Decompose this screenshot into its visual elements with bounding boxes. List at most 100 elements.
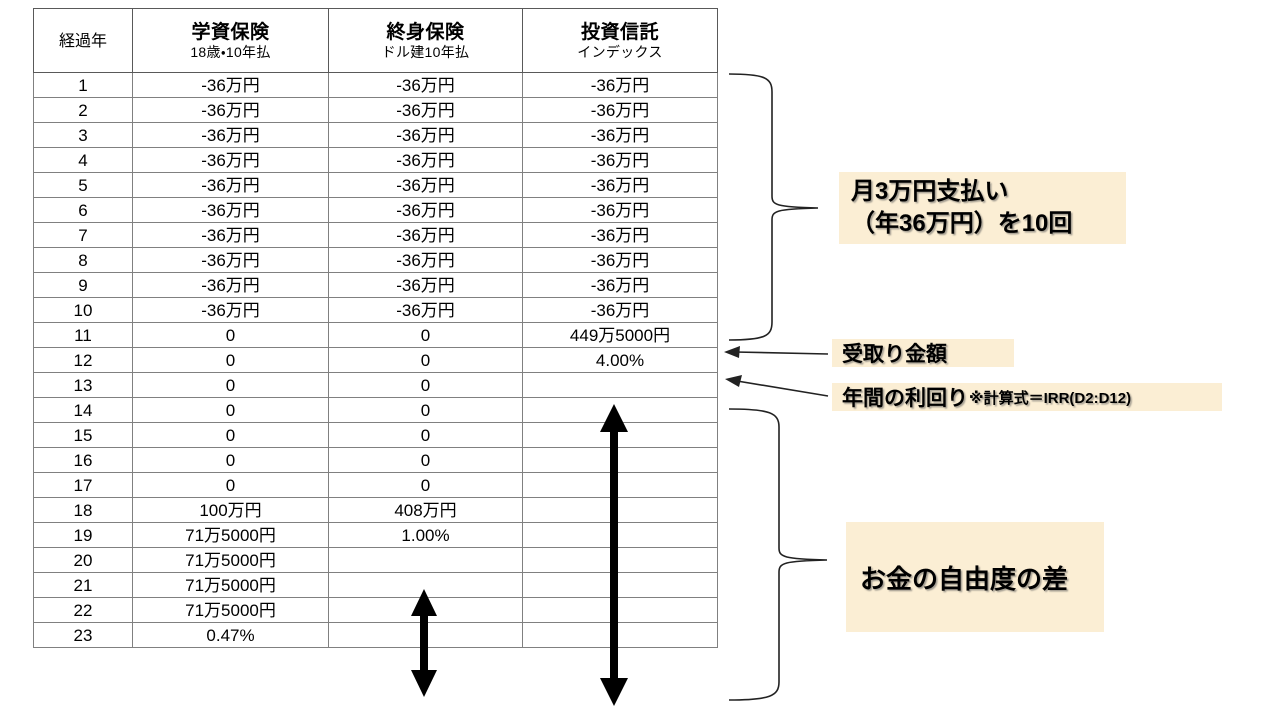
cell-toshin: -36万円 <box>522 272 718 298</box>
cell-shushin: -36万円 <box>328 297 523 323</box>
cell-toshin <box>522 597 718 623</box>
column-header-shushin-subtitle: ドル建10年払 <box>381 43 470 60</box>
note-annual-yield: 年間の利回り※計算式＝IRR(D2:D12) <box>832 383 1222 411</box>
cell-gakushi: 71万5000円 <box>132 547 329 573</box>
cell-gakushi: 0.47% <box>132 622 329 648</box>
cell-gakushi: -36万円 <box>132 297 329 323</box>
cell-year: 21 <box>33 572 133 598</box>
cell-shushin: 0 <box>328 347 523 373</box>
cell-year: 22 <box>33 597 133 623</box>
cell-shushin: 408万円 <box>328 497 523 523</box>
cell-toshin: -36万円 <box>522 172 718 198</box>
cell-gakushi: -36万円 <box>132 172 329 198</box>
cell-year: 6 <box>33 197 133 223</box>
cell-toshin: 449万5000円 <box>522 322 718 348</box>
cell-toshin: 4.00% <box>522 347 718 373</box>
cell-toshin: -36万円 <box>522 222 718 248</box>
cell-year: 19 <box>33 522 133 548</box>
cell-year: 16 <box>33 447 133 473</box>
table-row: 5-36万円-36万円-36万円 <box>33 172 718 198</box>
cell-toshin <box>522 572 718 598</box>
column-header-toshin-subtitle: インデックス <box>577 43 663 60</box>
column-header-year: 経過年 <box>33 8 133 73</box>
brace-money-freedom <box>728 408 828 701</box>
note-payment-schedule: 月3万円支払い （年36万円）を10回 <box>839 172 1126 244</box>
table-header-row: 経過年 学資保険 18歳・10年払 終身保険 ドル建10年払 投資信託 インデッ… <box>33 8 718 73</box>
cell-gakushi: -36万円 <box>132 272 329 298</box>
cell-year: 7 <box>33 222 133 248</box>
cell-gakushi: 71万5000円 <box>132 597 329 623</box>
column-header-shushin: 終身保険 ドル建10年払 <box>328 8 523 73</box>
cell-gakushi: -36万円 <box>132 222 329 248</box>
cell-year: 5 <box>33 172 133 198</box>
cell-shushin: -36万円 <box>328 197 523 223</box>
cell-gakushi: -36万円 <box>132 197 329 223</box>
cell-gakushi: 71万5000円 <box>132 522 329 548</box>
cell-year: 17 <box>33 472 133 498</box>
note-payment-line2: （年36万円）を10回 <box>851 210 1073 237</box>
cell-year: 18 <box>33 497 133 523</box>
comparison-table: 経過年 学資保険 18歳・10年払 終身保険 ドル建10年払 投資信託 インデッ… <box>33 8 718 648</box>
cell-shushin: -36万円 <box>328 122 523 148</box>
cell-year: 13 <box>33 372 133 398</box>
cell-shushin: -36万円 <box>328 147 523 173</box>
leader-arrow-yield <box>725 375 829 397</box>
column-header-toshin-title: 投資信託 <box>580 21 659 43</box>
cell-year: 2 <box>33 97 133 123</box>
cell-toshin: -36万円 <box>522 72 718 98</box>
note-payment-line1: 月3万円支払い <box>851 177 1009 205</box>
cell-shushin: 0 <box>328 322 523 348</box>
leader-arrow-receive <box>724 346 829 358</box>
cell-shushin: -36万円 <box>328 222 523 248</box>
table-row: 3-36万円-36万円-36万円 <box>33 122 718 148</box>
cell-gakushi: 100万円 <box>132 497 329 523</box>
cell-toshin: -36万円 <box>522 197 718 223</box>
cell-year: 15 <box>33 422 133 448</box>
cell-gakushi: 0 <box>132 422 329 448</box>
cell-gakushi: 0 <box>132 447 329 473</box>
cell-shushin: 0 <box>328 422 523 448</box>
note-freedom-label: お金の自由度の差 <box>860 563 1069 594</box>
cell-gakushi: -36万円 <box>132 247 329 273</box>
cell-toshin <box>522 447 718 473</box>
cell-gakushi: 71万5000円 <box>132 572 329 598</box>
cell-toshin <box>522 372 718 398</box>
cell-gakushi: 0 <box>132 472 329 498</box>
cell-shushin <box>328 597 523 623</box>
cell-year: 20 <box>33 547 133 573</box>
table-row: 7-36万円-36万円-36万円 <box>33 222 718 248</box>
cell-gakushi: 0 <box>132 322 329 348</box>
note-money-freedom: お金の自由度の差 <box>846 522 1104 632</box>
table-row: 1-36万円-36万円-36万円 <box>33 72 718 98</box>
cell-toshin <box>522 397 718 423</box>
cell-year: 23 <box>33 622 133 648</box>
column-header-gakushi: 学資保険 18歳・10年払 <box>132 8 329 73</box>
note-yield-label: 年間の利回り <box>842 387 968 410</box>
cell-gakushi: 0 <box>132 397 329 423</box>
table-row: 6-36万円-36万円-36万円 <box>33 197 718 223</box>
cell-toshin: -36万円 <box>522 147 718 173</box>
cell-shushin: -36万円 <box>328 172 523 198</box>
cell-year: 3 <box>33 122 133 148</box>
table-row: 9-36万円-36万円-36万円 <box>33 272 718 298</box>
cell-year: 4 <box>33 147 133 173</box>
cell-toshin: -36万円 <box>522 122 718 148</box>
note-receive-label: 受取り金額 <box>842 343 947 366</box>
cell-shushin: -36万円 <box>328 247 523 273</box>
cell-shushin <box>328 572 523 598</box>
cell-toshin: -36万円 <box>522 297 718 323</box>
cell-gakushi: -36万円 <box>132 72 329 98</box>
cell-year: 14 <box>33 397 133 423</box>
cell-toshin <box>522 622 718 648</box>
cell-toshin: -36万円 <box>522 247 718 273</box>
